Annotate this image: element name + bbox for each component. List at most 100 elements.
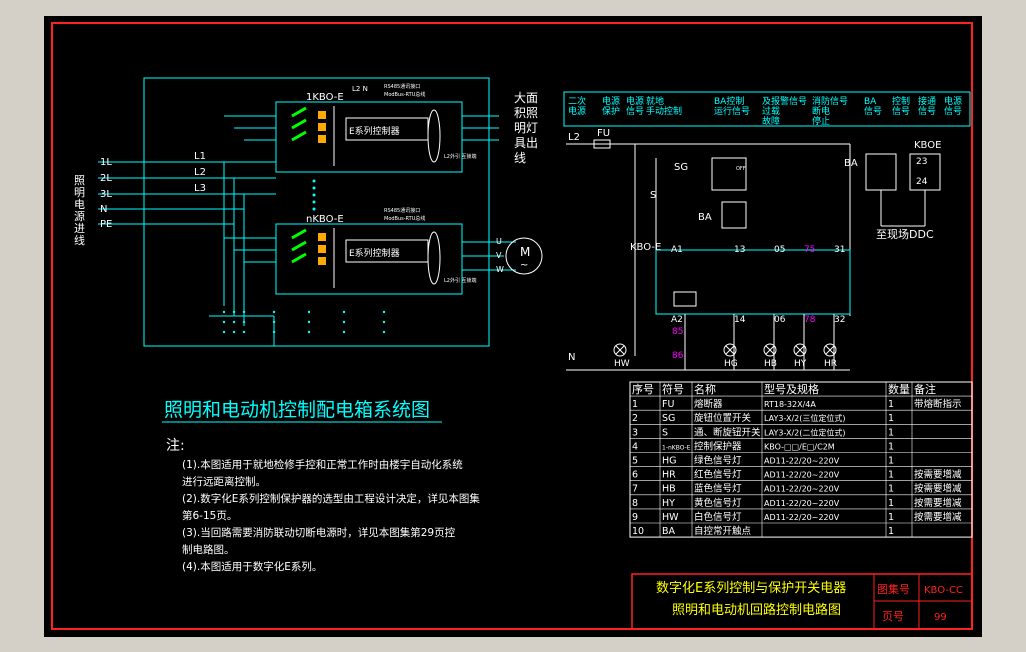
header-col-text: 信号	[892, 105, 910, 117]
table-cell: AD11-22/20~220V	[764, 471, 840, 480]
signal-lamp	[763, 343, 777, 357]
dot	[312, 193, 316, 197]
dot	[232, 330, 236, 334]
breaker-contact	[291, 118, 307, 130]
table-cell: 1	[888, 427, 894, 438]
table-cell: 1-nKBO-E	[662, 444, 691, 451]
table-cell: HW	[662, 512, 679, 523]
drawing-frame	[51, 22, 973, 630]
header-col-text: 过载	[762, 105, 780, 117]
header-col-text: 控制	[892, 95, 910, 107]
term-86: 86	[672, 351, 684, 361]
term-14: 14	[734, 315, 746, 325]
table-cell: 8	[632, 498, 638, 509]
sg-switch-box	[711, 157, 747, 191]
table-cell: 1	[888, 498, 894, 509]
dot	[272, 330, 276, 334]
output-caption-line: 具出	[514, 136, 538, 150]
table-cell: HB	[662, 484, 676, 495]
header-col-text: BA控制	[714, 95, 744, 107]
terminal-block	[318, 111, 326, 119]
top-l2n-label: L2 N	[352, 85, 368, 93]
header-col-text: 信号	[944, 105, 962, 117]
table-header: 名称	[694, 382, 716, 396]
dot	[382, 320, 386, 324]
dot	[242, 320, 246, 324]
table-border	[629, 381, 973, 538]
header-col-text: 停止	[812, 115, 830, 127]
signal-lamp	[723, 343, 737, 357]
header-col-text: 故障	[762, 115, 780, 127]
dot	[307, 330, 311, 334]
header-col-text: 接通	[918, 95, 936, 107]
dot	[382, 310, 386, 314]
output-caption-line: 线	[514, 151, 526, 165]
input-label: N	[100, 204, 107, 215]
header-col-text: 信号	[626, 105, 644, 117]
header-col-text: BA	[864, 97, 877, 107]
lamp-label: HB	[764, 359, 777, 369]
input-caption-char: 进	[74, 222, 85, 235]
n-label: N	[568, 352, 575, 363]
table-cell: 1	[888, 413, 894, 424]
table-cell: BA	[662, 526, 676, 537]
circuit-header-box	[563, 91, 971, 127]
motor-phase-label: V	[496, 251, 502, 260]
header-col-text: 运行信号	[714, 105, 750, 117]
input-caption-char: 照	[74, 174, 85, 187]
term-31: 31	[834, 245, 845, 255]
ba-contact-box	[721, 201, 747, 229]
table-cell: 4	[632, 441, 638, 452]
terminal-block	[318, 123, 326, 131]
header-col-text: 电源	[626, 95, 644, 107]
bus-line-label: L1	[194, 151, 206, 162]
dot	[232, 320, 236, 324]
bus-line-label: L2	[194, 167, 206, 178]
terminal-block	[318, 245, 326, 253]
table-cell: 10	[632, 526, 644, 537]
signal-lamp	[823, 343, 837, 357]
table-cell: 1	[888, 526, 894, 537]
input-caption-char: 明	[74, 186, 85, 199]
dot	[312, 179, 316, 183]
lamp-label: HY	[794, 359, 807, 369]
table-cell: 1	[888, 470, 894, 481]
dot	[342, 330, 346, 334]
dot	[342, 310, 346, 314]
schematic-drawing: 1KBO-E nKBO-E E系列控制器 E系列控制器 L2 N RS485通讯…	[51, 22, 973, 630]
module-top-label: 1KBO-E	[306, 92, 344, 103]
cabinet-outline	[143, 77, 490, 347]
table-cell: 蓝色信号灯	[694, 483, 742, 495]
term-a2: A2	[671, 315, 683, 325]
header-col-text: 保护	[602, 105, 620, 117]
breaker-contact	[291, 228, 307, 240]
header-col-text: 信号	[918, 105, 936, 117]
titleblock-line2: 照明和电动机回路控制电路图	[672, 602, 841, 618]
dot	[312, 207, 316, 211]
bus-top-label: RS485通讯接口	[384, 83, 420, 90]
input-caption-char: 线	[74, 233, 85, 247]
note-line: (1).本图适用于就地检修手控和正常工作时由楼宇自动化系统	[182, 458, 463, 471]
circuit-header-cols: 二次电源电源保护电源信号就地手动控制BA控制运行信号及报警信号过载故障消防信号断…	[568, 95, 962, 127]
table-cell: AD11-22/20~220V	[764, 513, 840, 522]
note-line: 第6-15页。	[182, 509, 237, 522]
notes-title: 注:	[166, 438, 185, 454]
note-line: (3).当回路需要消防联动切断电源时，详见本图集第29页控	[182, 526, 456, 539]
system-diagram	[98, 77, 543, 347]
breaker-contact	[291, 106, 307, 118]
term-13: 13	[734, 245, 745, 255]
dot	[222, 320, 226, 324]
table-header: 序号	[632, 382, 654, 396]
table-cell: 控制保护器	[694, 440, 742, 452]
lamp-cross	[795, 345, 805, 355]
dot	[342, 320, 346, 324]
terminal-block	[318, 135, 326, 143]
control-circuit	[563, 91, 971, 371]
note-line: (4).本图适用于数字化E系列。	[182, 560, 322, 573]
atlas-value: KBO-CC	[924, 585, 963, 596]
input-label: 3L	[100, 189, 112, 200]
terminal-block	[318, 257, 326, 265]
ddc-label: 至现场DDC	[876, 227, 934, 241]
